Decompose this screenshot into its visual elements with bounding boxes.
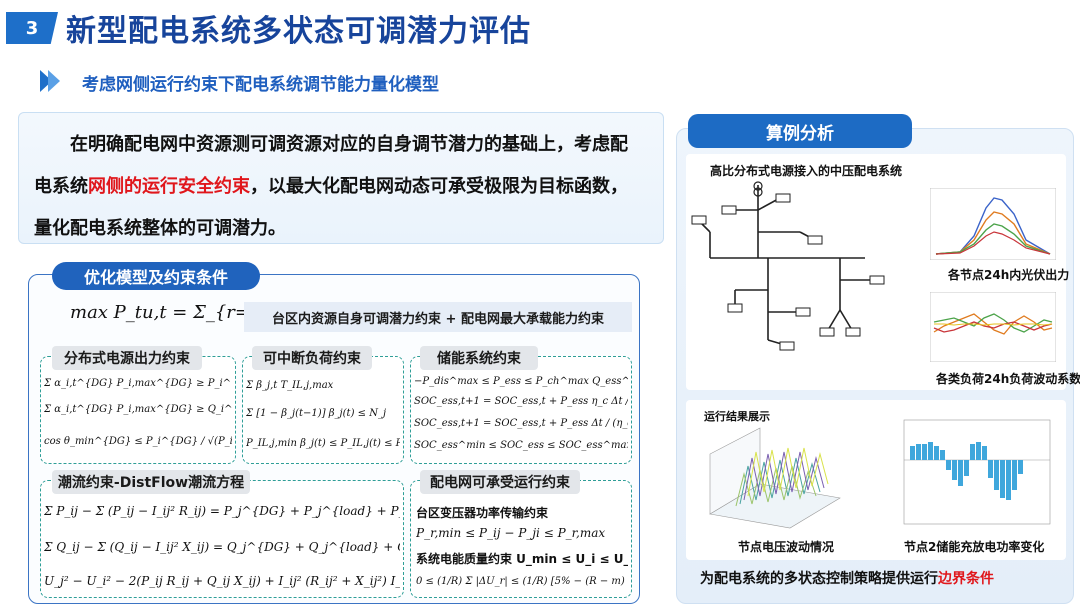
case-study-tab: 算例分析 bbox=[688, 114, 912, 148]
constraint-eq: Σ Q_ij − Σ (Q_ij − I_ij² X_ij) = Q_j^{DG… bbox=[44, 540, 400, 554]
constraint-eq: Σ P_ij − Σ (P_ij − I_ij² R_ij) = P_j^{DG… bbox=[44, 504, 400, 518]
constraint-eq: Σ [1 − β_j(t−1)] β_j(t) ≤ N_j bbox=[246, 408, 387, 419]
storage-power-chart bbox=[903, 419, 1051, 525]
load-caption: 各类负荷24h负荷波动系数 bbox=[936, 372, 1080, 386]
constraint-box-ess bbox=[410, 356, 632, 464]
constraint-eq: Σ α_i,t^{DG} P_i,max^{DG} ≥ P_i^{DG} Σ α… bbox=[44, 378, 232, 389]
constraint-eq: P_IL,j,min β_j(t) ≤ P_IL,j(t) ≤ P_IL,j,m… bbox=[246, 438, 400, 449]
constraint-eq: 0 ≤ (1/R) Σ |ΔU_r| ≤ (1/R) [5% − (R − m)… bbox=[416, 576, 628, 587]
constraint-eq: Σ β_j,t T_IL,j,max bbox=[246, 380, 334, 391]
intro-paragraph: 在明确配电网中资源测可调资源对应的自身调节潜力的基础上，考虑配电系统网侧的运行安… bbox=[34, 124, 644, 250]
constraint-text: 台区变压器功率传输约束 bbox=[416, 506, 549, 520]
intro-box bbox=[18, 112, 664, 244]
intro-text-part1: 在明确配电网中资源测可调资源对应的自身调节潜力的基础上，考虑配电系统 bbox=[34, 134, 628, 197]
section-subtitle: 考虑网侧运行约束下配电系统调节能力量化模型 bbox=[82, 75, 439, 95]
pv-caption: 各节点24h内光伏出力 bbox=[948, 268, 1070, 282]
bottom-note-highlight: 边界条件 bbox=[938, 571, 994, 587]
constraint-box-network bbox=[410, 480, 632, 598]
constraint-eq: −P_dis^max ≤ P_ess ≤ P_ch^max Q_ess^min … bbox=[414, 376, 628, 387]
constraint-title-ess: 储能系统约束 bbox=[420, 346, 538, 370]
network-topology-diagram bbox=[691, 181, 885, 351]
objective-description: 台区内资源自身可调潜力约束 + 配电网最大承载能力约束 bbox=[244, 302, 632, 332]
constraint-eq: SOC_ess,t+1 = SOC_ess,t + P_ess η_c Δt /… bbox=[414, 396, 628, 407]
constraint-eq: SOC_ess,t+1 = SOC_ess,t + P_ess Δt / (η_… bbox=[414, 418, 628, 429]
constraint-title-network: 配电网可承受运行约束 bbox=[420, 470, 580, 494]
network-title: 高比分布式电源接入的中压配电系统 bbox=[710, 164, 903, 178]
pv-output-chart bbox=[930, 188, 1056, 260]
voltage-fluctuation-chart bbox=[709, 427, 841, 529]
results-title: 运行结果展示 bbox=[704, 410, 770, 423]
constraint-title-dg: 分布式电源出力约束 bbox=[52, 346, 202, 370]
constraint-eq: cos θ_min^{DG} ≤ P_i^{DG} / √(P_i^{DG}² … bbox=[44, 436, 232, 447]
load-fluctuation-chart bbox=[930, 292, 1056, 362]
intro-highlight: 网侧的运行安全约束 bbox=[88, 176, 250, 197]
storage-caption: 节点2储能充放电功率变化 bbox=[904, 540, 1045, 554]
constraint-text: 系统电能质量约束 U_min ≤ U_i ≤ U_max bbox=[416, 552, 628, 566]
intro-text-part2: ，以最大化配电网动态可承受极限为目标函数，量化配电系统整体的可调潜力。 bbox=[34, 176, 628, 239]
voltage-caption: 节点电压波动情况 bbox=[738, 540, 835, 554]
constraint-title-distflow: 潮流约束-DistFlow潮流方程 bbox=[52, 470, 250, 494]
page-title: 新型配电系统多状态可调潜力评估 bbox=[66, 14, 531, 49]
constraint-eq: Σ α_i,t^{DG} P_i,max^{DG} ≥ Q_i^{DG} Σ α… bbox=[44, 404, 232, 415]
bottom-note: 为配电系统的多状态控制策略提供运行边界条件 bbox=[700, 568, 994, 588]
optimization-tab: 优化模型及约束条件 bbox=[52, 262, 260, 290]
section-number-badge: 3 bbox=[6, 12, 58, 44]
play-arrow-icon bbox=[40, 70, 60, 92]
bottom-note-text: 为配电系统的多状态控制策略提供运行 bbox=[700, 571, 938, 587]
constraint-box-il bbox=[242, 356, 404, 464]
constraint-box-dg bbox=[40, 356, 236, 464]
constraint-title-il: 可中断负荷约束 bbox=[252, 346, 372, 370]
constraint-box-distflow bbox=[40, 480, 404, 598]
constraint-eq: U_j² − U_i² − 2(P_ij R_ij + Q_ij X_ij) +… bbox=[44, 574, 400, 588]
section-number: 3 bbox=[25, 17, 39, 39]
constraint-eq: P_r,min ≤ P_ij − P_ji ≤ P_r,max bbox=[416, 526, 606, 540]
constraint-eq: SOC_ess^min ≤ SOC_ess ≤ SOC_ess^max (P_e… bbox=[414, 440, 628, 451]
